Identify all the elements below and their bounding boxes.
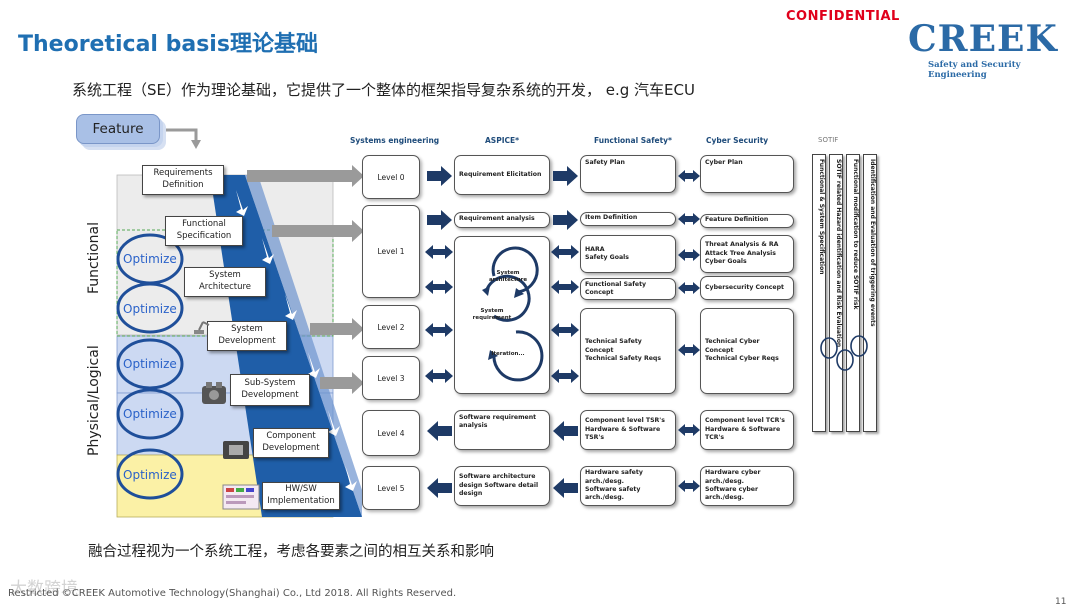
optimize-label-4: Optimize (123, 407, 177, 421)
footer-copyright: Restricted ©CREEK Automotive Technology(… (8, 588, 457, 599)
cycle-system-architecture: System architecture (488, 270, 528, 283)
cs-hw-sw-tcr-label: Hardware & Software TCR's (705, 425, 781, 442)
cs-tcc-label: Technical Cyber Concept (705, 338, 760, 354)
cs-component-tcr: Component level TCR's Hardware & Softwar… (700, 410, 794, 450)
aspice-requirement-elicitation-label: Requirement Elicitation (459, 170, 542, 178)
fs-functional-safety-concept: Functional Safety Concept (580, 278, 676, 300)
optimize-label-3: Optimize (123, 357, 177, 371)
bottom-summary: 融合过程视为一个系统工程，考虑各要素之间的相互关系和影响 (88, 544, 494, 560)
aspice-system-cycle-box (454, 236, 550, 394)
cs-cyber-plan: Cyber Plan (700, 155, 794, 193)
level-0-box: Level 0 (362, 155, 420, 199)
fs-safety-plan-label: Safety Plan (585, 159, 625, 166)
cs-cyber-plan-label: Cyber Plan (705, 159, 743, 166)
step-system-development: System Development (207, 321, 287, 351)
step-system-architecture: System Architecture (184, 267, 266, 297)
step-sub-system-development: Sub-System Development (230, 374, 310, 406)
fs-sw-safety-arch-label: Software safety arch./desg. (585, 486, 641, 502)
code-screen-icon (222, 484, 260, 510)
cs-feature-definition-label: Feature Definition (705, 216, 769, 223)
creek-logo: CREEK (908, 18, 1058, 60)
col-functional-safety: Functional Safety* (594, 136, 672, 145)
fs-hara: HARA Safety Goals (580, 235, 676, 273)
fs-safety-plan: Safety Plan (580, 155, 676, 193)
cs-cybersecurity-concept-label: Cybersecurity Concept (705, 283, 784, 291)
optimize-label-2: Optimize (123, 302, 177, 316)
cs-tcr-label: Technical Cyber Reqs (705, 355, 779, 363)
col-systems-engineering: Systems engineering (350, 136, 440, 145)
aspice-cycle-diagram (482, 246, 544, 382)
aspice-requirement-analysis: Requirement analysis (454, 212, 550, 228)
col-aspice: ASPICE* (485, 136, 520, 145)
fs-tsr-label: Technical Safety Reqs (585, 355, 662, 363)
page-number: 11 (1055, 597, 1067, 607)
feature-box: Feature (76, 114, 160, 144)
cs-cyber-goals-label: Cyber Goals (705, 258, 747, 266)
step-hw-sw-implementation: HW/SW Implementation (262, 482, 340, 510)
confidential-label: CONFIDENTIAL (786, 9, 900, 24)
fs-technical-safety-concept: Technical Safety Concept Technical Safet… (580, 308, 676, 394)
chip-icon (223, 441, 249, 459)
aspice-software-requirement: Software requirement analysis (454, 410, 550, 450)
step-component-development: Component Development (253, 428, 329, 458)
sotif-item-2: SOTIF related Hazard identification and … (829, 154, 843, 432)
aspice-software-requirement-label: Software requirement analysis (459, 414, 537, 430)
level-1-box: Level 1 (362, 205, 420, 298)
fs-tsc-label: Technical Safety Concept (585, 338, 642, 354)
cs-cyber-arch: Hardware cyber arch./desg. Software cybe… (700, 466, 794, 506)
intro-text: 系统工程（SE）作为理论基础，它提供了一个整体的框架指导复杂系统的开发， e.g… (72, 81, 695, 99)
fs-hara-label: HARA (585, 245, 605, 253)
sotif-item-4: Identification and Evaluation of trigger… (863, 154, 877, 432)
level-5-box: Level 5 (362, 466, 420, 510)
cs-hw-cyber-arch-label: Hardware cyber arch./desg. (705, 469, 761, 485)
aspice-requirement-elicitation: Requirement Elicitation (454, 155, 550, 195)
engine-icon (202, 382, 226, 404)
watermark: 大数跨境 (10, 579, 78, 599)
col-cyber-security: Cyber Security (706, 136, 769, 145)
optimize-label-1: Optimize (123, 252, 177, 266)
fs-safety-arch: Hardware safety arch./desg. Software saf… (580, 466, 676, 506)
sotif-loop-arrows (820, 335, 868, 371)
logo-subtitle: Safety and Security Engineering (928, 60, 1021, 80)
cs-technical-cyber-concept: Technical Cyber Concept Technical Cyber … (700, 308, 794, 394)
aspice-software-design-label: Software architecture design Software de… (459, 473, 539, 498)
level-2-box: Level 2 (362, 305, 420, 349)
cs-threat-analysis-label: Threat Analysis & RA (705, 241, 779, 249)
fs-hw-sw-tsr-label: Hardware & Software TSR's (585, 425, 661, 442)
cs-component-tcr-label: Component level TCR's (705, 417, 785, 425)
level-4-box: Level 4 (362, 410, 420, 456)
fs-hw-safety-arch-label: Hardware safety arch./desg. (585, 469, 643, 485)
cs-feature-definition: Feature Definition (700, 214, 794, 228)
fs-fsc-label: Functional Safety Concept (585, 280, 647, 296)
fs-safety-goals-label: Safety Goals (585, 254, 629, 261)
col-sotif: SOTIF (818, 136, 839, 144)
cycle-iteration: Iteration... (491, 351, 525, 357)
fs-component-tsr: Component level TSR's Hardware & Softwar… (580, 410, 676, 450)
page-title: Theoretical basis理论基础 (18, 32, 318, 57)
cs-attack-tree-label: Attack Tree Analysis (705, 249, 776, 257)
step-functional-specification: Functional Specification (165, 216, 243, 246)
sotif-item-3: Functional modification to reduce SOTIF … (846, 154, 860, 432)
fs-item-definition-label: Item Definition (585, 214, 638, 221)
aspice-requirement-analysis-label: Requirement analysis (459, 215, 535, 222)
aspice-software-design: Software architecture design Software de… (454, 466, 550, 506)
step-requirements-definition: Requirements Definition (142, 165, 224, 195)
cycle-system-requirement: System requirement (472, 308, 512, 321)
level-3-box: Level 3 (362, 356, 420, 400)
sotif-item-1: Functional & System Specification (812, 154, 826, 432)
fs-component-tsr-label: Component level TSR's (585, 417, 665, 425)
cs-threat-analysis: Threat Analysis & RA Attack Tree Analysi… (700, 235, 794, 273)
fs-item-definition: Item Definition (580, 212, 676, 226)
cs-cybersecurity-concept: Cybersecurity Concept (700, 276, 794, 300)
robot-arm-icon (194, 321, 210, 334)
optimize-label-5: Optimize (123, 468, 177, 482)
cs-sw-cyber-arch-label: Software cyber arch./desg. (705, 486, 759, 502)
